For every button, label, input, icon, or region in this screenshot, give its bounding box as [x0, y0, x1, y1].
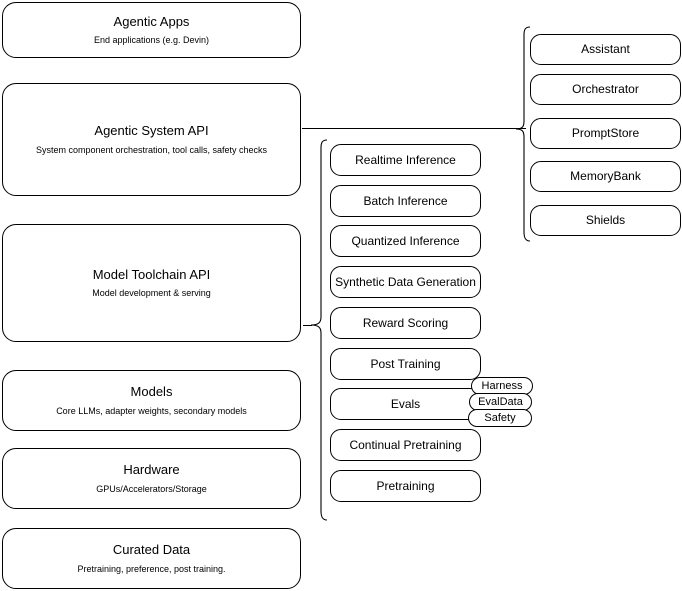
component-label: Shields — [585, 213, 626, 227]
capability-box-reward-scoring[interactable]: Reward Scoring — [330, 307, 481, 339]
layer-subtitle: GPUs/Accelerators/Storage — [96, 483, 207, 494]
component-box-promptstore[interactable]: PromptStore — [530, 118, 681, 149]
layer-box-agentic-apps[interactable]: Agentic Apps End applications (e.g. Devi… — [2, 2, 301, 58]
component-box-orchestrator[interactable]: Orchestrator — [530, 74, 681, 105]
evals-tag-label: EvalData — [478, 396, 523, 408]
brace-system-components — [515, 26, 531, 242]
evals-tag-label: Safety — [484, 412, 516, 424]
capability-label: Post Training — [370, 356, 441, 371]
layer-title: Hardware — [123, 462, 180, 478]
layer-box-agentic-system-api[interactable]: Agentic System API System component orch… — [2, 83, 301, 196]
evals-tag-safety[interactable]: Safety — [468, 409, 532, 427]
capability-box-continual-pretraining[interactable]: Continual Pretraining — [330, 429, 481, 461]
capability-label: Synthetic Data Generation — [335, 274, 476, 289]
layer-subtitle: Model development & serving — [92, 288, 211, 298]
layer-title: Curated Data — [112, 542, 191, 558]
capability-box-pretraining[interactable]: Pretraining — [330, 470, 481, 502]
evals-tag-label: Harness — [481, 380, 523, 392]
capability-box-evals[interactable]: Evals — [330, 388, 481, 420]
component-box-memorybank[interactable]: MemoryBank — [530, 161, 681, 192]
layer-title: Models — [130, 384, 173, 400]
layer-title: Model Toolchain API — [92, 266, 211, 282]
layer-subtitle: System component orchestration, tool cal… — [35, 144, 268, 155]
evals-tag-harness[interactable]: Harness — [471, 377, 533, 395]
layer-subtitle: End applications (e.g. Devin) — [93, 35, 210, 45]
component-label: Assistant — [581, 42, 630, 56]
capability-box-batch-inference[interactable]: Batch Inference — [330, 185, 481, 217]
capability-box-synthetic-data-generation[interactable]: Synthetic Data Generation — [330, 266, 481, 298]
layer-title: Agentic System API — [94, 123, 209, 139]
layer-box-models[interactable]: Models Core LLMs, adapter weights, secon… — [2, 370, 301, 431]
component-box-assistant[interactable]: Assistant — [530, 34, 681, 65]
capability-label: Reward Scoring — [362, 315, 449, 330]
capability-box-realtime-inference[interactable]: Realtime Inference — [330, 144, 481, 176]
component-label: Orchestrator — [572, 82, 639, 96]
brace-toolchain-capabilities — [310, 139, 328, 521]
connector-line-model-toolchain-api — [303, 325, 312, 326]
component-label: MemoryBank — [570, 169, 641, 183]
capability-box-post-training[interactable]: Post Training — [330, 348, 481, 380]
capability-label: Realtime Inference — [355, 152, 456, 167]
component-box-shields[interactable]: Shields — [530, 205, 681, 236]
connector-line-agentic-system-api — [302, 128, 526, 129]
layer-title: Agentic Apps — [113, 13, 190, 29]
capability-label: Batch Inference — [363, 193, 448, 208]
capability-label: Quantized Inference — [351, 233, 460, 248]
layer-box-hardware[interactable]: Hardware GPUs/Accelerators/Storage — [2, 448, 301, 509]
layer-subtitle: Core LLMs, adapter weights, secondary mo… — [56, 405, 247, 416]
layer-subtitle: Pretraining, preference, post training. — [77, 563, 226, 574]
layer-box-model-toolchain-api[interactable]: Model Toolchain API Model development & … — [2, 224, 301, 342]
evals-tag-evaldata[interactable]: EvalData — [469, 393, 532, 411]
component-label: PromptStore — [571, 126, 640, 140]
capability-box-quantized-inference[interactable]: Quantized Inference — [330, 225, 481, 257]
capability-label: Evals — [390, 396, 421, 411]
capability-label: Pretraining — [376, 478, 435, 493]
capability-label: Continual Pretraining — [349, 437, 462, 452]
layer-box-curated-data[interactable]: Curated Data Pretraining, preference, po… — [2, 528, 301, 589]
